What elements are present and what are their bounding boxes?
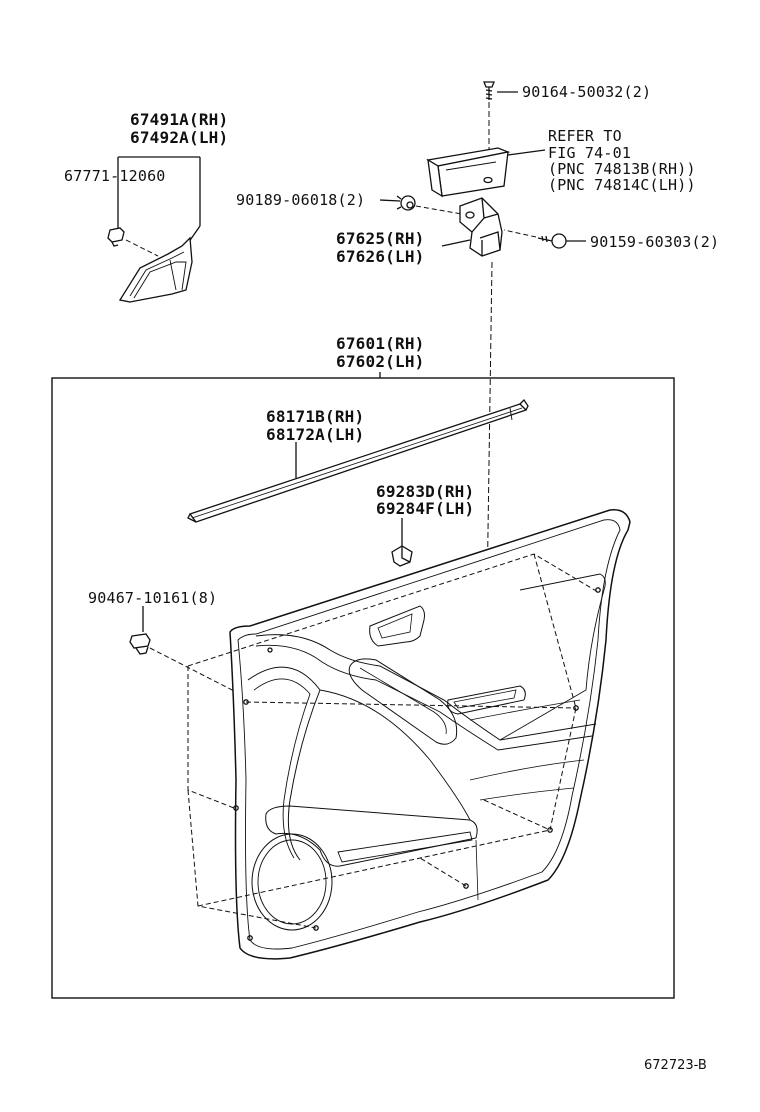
screw-right-label: 90159-60303(2) xyxy=(590,233,720,251)
door-panel-outline xyxy=(229,509,631,960)
mirror-clip-label: 67771-12060 xyxy=(64,167,166,185)
pnc-rh-label: (PNC 74813B(RH)) xyxy=(548,160,696,178)
mirror-clip-dash xyxy=(125,239,159,257)
mirror-trim-lh-label: 67492A(LH) xyxy=(130,128,229,147)
screw-right-dash xyxy=(503,229,537,238)
clip-nut-leader xyxy=(379,199,401,202)
bracket-rh-label: 67625(RH) xyxy=(336,229,425,248)
clip-nut-dash xyxy=(415,205,463,215)
refer-leader xyxy=(507,149,546,156)
panel-clip-dash xyxy=(149,647,237,693)
screw-top-label: 90164-50032(2) xyxy=(522,83,652,101)
knob-lh-label: 69284F(LH) xyxy=(376,499,475,518)
bracket-icon xyxy=(459,197,503,257)
mirror-trim-icon xyxy=(118,236,193,303)
fig-reference-label: FIG 74-01 xyxy=(548,144,632,162)
panel-frame-box xyxy=(51,377,675,999)
bracket-lh-label: 67626(LH) xyxy=(336,247,425,266)
mirror-trim-rh-label: 67491A(RH) xyxy=(130,110,229,129)
panel-clip-label: 90467-10161(8) xyxy=(88,589,218,607)
knob-icon xyxy=(391,545,413,567)
weatherstrip-lh-label: 68172A(LH) xyxy=(266,425,365,444)
bracket-leader xyxy=(441,239,471,247)
panel-clip-icon xyxy=(129,633,151,655)
panel-install-guide xyxy=(187,553,599,929)
knob-rh-label: 69283D(RH) xyxy=(376,482,475,501)
screw-top-icon xyxy=(483,81,495,100)
screw-right-icon xyxy=(537,233,567,249)
clip-nut-label: 90189-06018(2) xyxy=(236,191,366,209)
clip-nut-icon xyxy=(396,195,416,211)
weatherstrip-rh-label: 68171B(RH) xyxy=(266,407,365,426)
panel-rh-label: 67601(RH) xyxy=(336,334,425,353)
refer-to-label: REFER TO xyxy=(548,127,622,145)
pnc-lh-label: (PNC 74814C(LH)) xyxy=(548,176,696,194)
door-pocket-box-icon xyxy=(426,147,511,198)
weatherstrip-icon xyxy=(187,398,529,523)
panel-lh-label: 67602(LH) xyxy=(336,352,425,371)
mirror-clip-icon xyxy=(107,227,125,247)
figure-code: 672723-B xyxy=(644,1058,707,1073)
